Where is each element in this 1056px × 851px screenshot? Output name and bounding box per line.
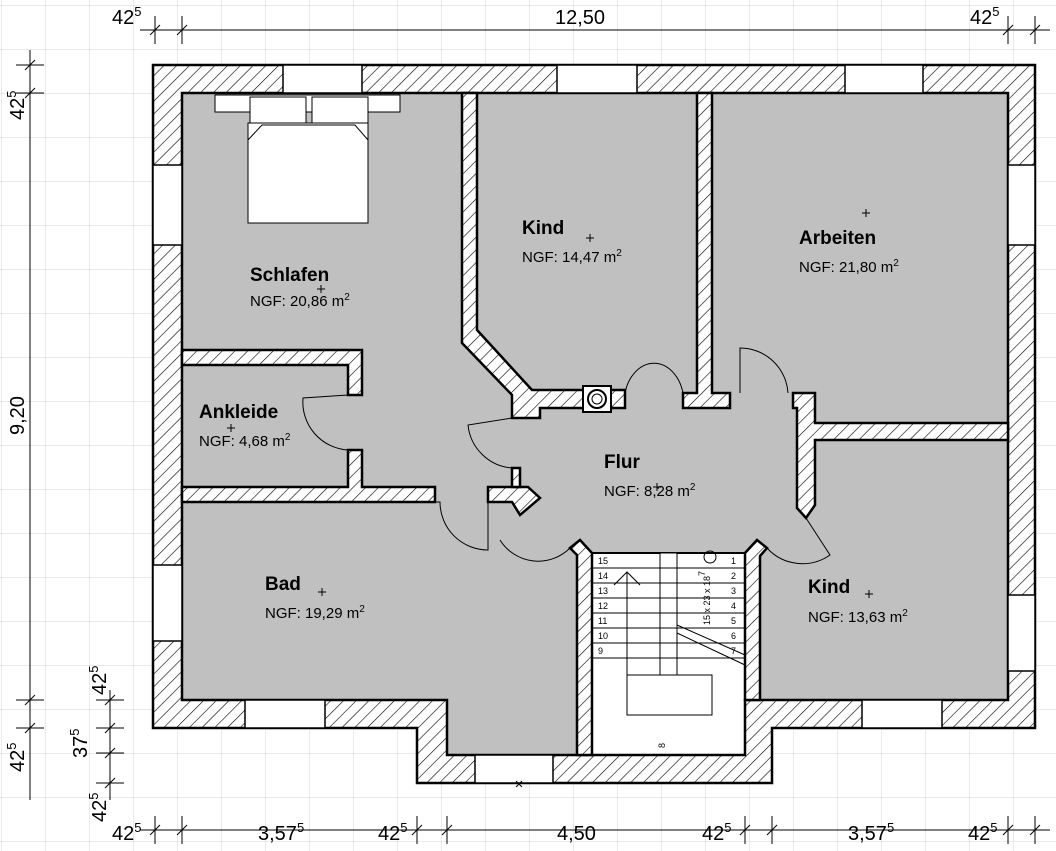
stair-step-number: 12 (598, 601, 608, 611)
room-arbeiten: Arbeiten NGF: 21,80 m2 (799, 228, 899, 276)
bed-icon (214, 94, 401, 224)
wall-kind-arbeiten (681, 91, 732, 410)
stair-start-icon (703, 550, 717, 564)
window (244, 699, 326, 729)
dim-left-2: 425 (4, 743, 29, 772)
window (1007, 594, 1036, 672)
wall-stair-right (743, 538, 769, 702)
room-markers (227, 209, 873, 788)
dim-bottom-2: 425 (378, 820, 407, 845)
dim-bottom-3: 4,50 (557, 823, 596, 845)
door-schlafen (467, 417, 513, 469)
room-area: NGF: 4,68 m2 (199, 432, 291, 450)
dim-top-0: 425 (112, 4, 141, 29)
cross-icon (862, 209, 870, 217)
chimney-icon (582, 385, 612, 413)
door-ankleide (302, 394, 349, 451)
dim-top-1: 12,50 (555, 7, 605, 29)
cross-icon (515, 780, 523, 788)
cross-icon (317, 285, 325, 293)
room-name: Ankleide (199, 402, 278, 423)
door-kind (624, 362, 684, 394)
cross-icon (865, 590, 873, 598)
stair-step-number: 9 (598, 646, 603, 656)
dim-bottom-4: 425 (702, 820, 731, 845)
window (152, 164, 183, 246)
room-schlafen: Schlafen NGF: 20,86 m2 (250, 265, 350, 310)
window (1007, 164, 1036, 246)
window (152, 564, 183, 642)
room-name: Kind (522, 218, 564, 239)
stair-spec: 15 x 23 x 187 (697, 571, 712, 625)
window (282, 64, 363, 94)
stair-step-number: 13 (598, 586, 608, 596)
wall-flur-post (510, 466, 522, 489)
room-name: Schlafen (250, 265, 329, 286)
room-area: NGF: 19,29 m2 (265, 604, 365, 622)
room-name: Flur (604, 452, 640, 473)
cross-icon (227, 424, 235, 432)
room-bad: Bad NGF: 19,29 m2 (265, 574, 365, 622)
dim-left-inner-0: 425 (86, 666, 111, 695)
stair-step-number: 11 (598, 616, 607, 626)
wall-stair-left (568, 538, 594, 757)
stair-step-number: 6 (731, 631, 736, 641)
cross-icon (586, 234, 594, 242)
dim-bottom-1: 3,575 (258, 820, 304, 845)
windows (152, 64, 1036, 784)
stair-step-number: 1 (731, 556, 736, 566)
stair-step-number: 7 (731, 646, 736, 656)
dimension-lines (16, 16, 1050, 844)
stair-step-number: 3 (731, 586, 736, 596)
door-arbeiten (739, 347, 789, 394)
stair-step-number: 15 (598, 556, 608, 566)
dim-bottom-0: 425 (112, 820, 141, 845)
room-name: Bad (265, 574, 301, 595)
dim-left-inner-2: 425 (86, 793, 111, 822)
cross-icon (653, 483, 661, 491)
stair: 15 x 23 x 187 8 15 1 14 2 13 3 12 4 11 5 10 6 9 7 (592, 550, 746, 748)
window (556, 64, 638, 94)
dim-bottom-6: 425 (968, 820, 997, 845)
window (474, 754, 554, 784)
stair-cut-line (676, 624, 746, 666)
door-flur-stair-left (499, 539, 571, 562)
room-area: NGF: 20,86 m2 (250, 292, 350, 310)
stair-step-number: 4 (731, 601, 736, 611)
wall-arbeiten-kind (791, 391, 1010, 521)
room-area: NGF: 21,80 m2 (799, 258, 899, 276)
stair-arrow-icon (613, 571, 641, 586)
dim-left-1: 9,20 (7, 396, 29, 435)
room-kind-1: Kind NGF: 14,47 m2 (522, 218, 622, 266)
room-name: Arbeiten (799, 228, 876, 249)
stair-eye (659, 552, 678, 676)
stair-landing-step: 8 (657, 743, 667, 748)
dimension-labels: 425 12,50 425 425 3,575 425 4,50 425 3,5… (4, 4, 999, 845)
room-name: Kind (808, 577, 850, 598)
stair-step-number: 10 (598, 631, 608, 641)
dim-left-inner-1: 375 (67, 729, 92, 758)
stair-step-number: 5 (731, 616, 736, 626)
cross-icon (318, 588, 326, 596)
room-area: NGF: 8,28 m2 (604, 482, 696, 500)
room-kind-2: Kind NGF: 13,63 m2 (808, 577, 908, 626)
room-ankleide: Ankleide NGF: 4,68 m2 (199, 402, 291, 450)
doors (302, 347, 831, 565)
stair-landing (626, 674, 713, 716)
door-kind-2 (766, 517, 831, 565)
room-area: NGF: 13,63 m2 (808, 608, 908, 626)
stair-step-number: 2 (731, 571, 736, 581)
dim-left-0: 425 (4, 91, 29, 120)
floor-area (182, 93, 1008, 755)
room-flur: Flur NGF: 8,28 m2 (604, 452, 696, 500)
dim-bottom-5: 3,575 (848, 820, 894, 845)
stair-step-number: 14 (598, 571, 608, 581)
room-area: NGF: 14,47 m2 (522, 248, 622, 266)
door-bad (435, 501, 489, 551)
window (861, 699, 943, 729)
window (844, 64, 924, 94)
dim-top-2: 425 (970, 4, 999, 29)
